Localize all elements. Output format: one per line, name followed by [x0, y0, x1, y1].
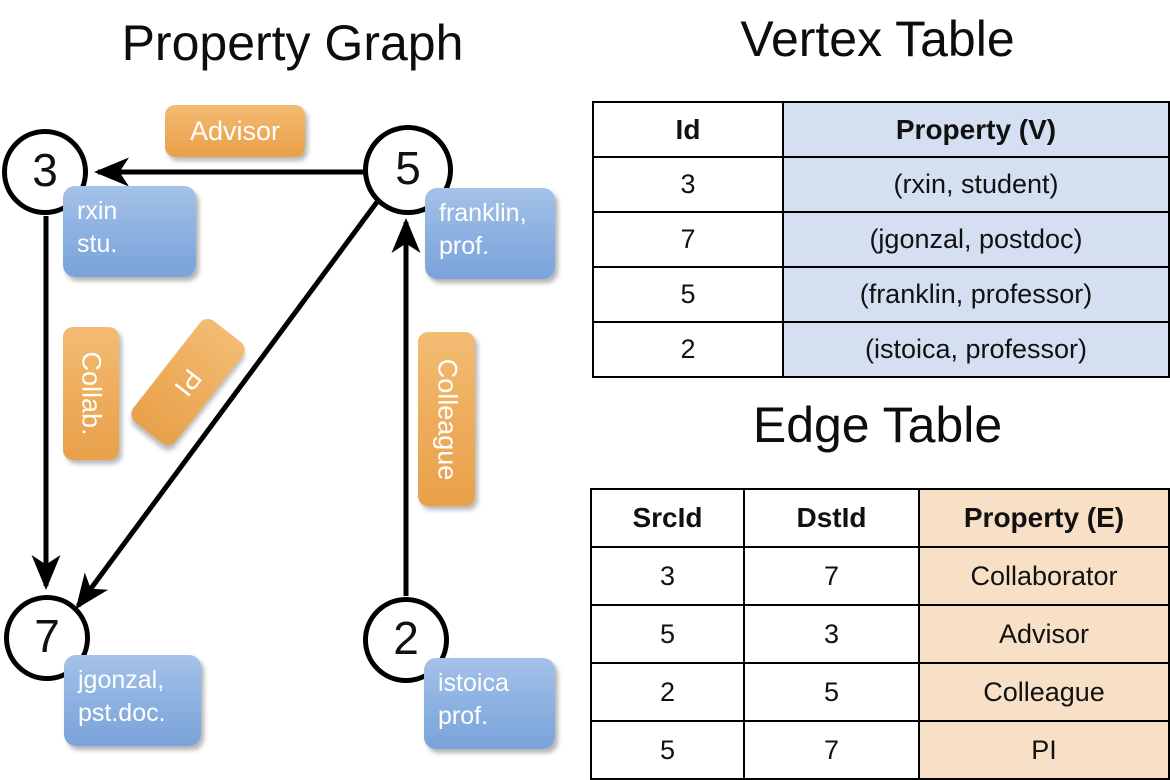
- edge-label-collab: Collab.: [63, 327, 119, 460]
- edge-label-colleague: Colleague: [418, 332, 475, 506]
- callout-name-rxin: rxin: [77, 197, 118, 225]
- edge-cell-src: 5: [590, 720, 745, 780]
- graph-node-5-label: 5: [395, 142, 421, 194]
- vertex-cell-property: (istoica, professor): [782, 321, 1170, 378]
- edge-cell-property: Collaborator: [918, 546, 1170, 606]
- callout-role-jgonzal: pst.doc.: [78, 699, 166, 727]
- edge-cell-property: Advisor: [918, 604, 1170, 664]
- edge-cell-dst: 3: [743, 604, 920, 664]
- table-row[interactable]: 7 (jgonzal, postdoc): [592, 211, 1170, 268]
- edge-cell-src: 5: [590, 604, 745, 664]
- property-graph-diagram: 3 5 7 2 rxin stu. franklin, prof. jgonza…: [0, 0, 585, 760]
- vertex-cell-id: 2: [592, 321, 784, 378]
- graph-node-7-label: 7: [34, 610, 60, 662]
- edge-cell-dst: 5: [743, 662, 920, 722]
- callout-name-istoica: istoica: [438, 669, 509, 697]
- callout-name-franklin: franklin,: [439, 199, 527, 227]
- table-row[interactable]: 2 (istoica, professor): [592, 321, 1170, 378]
- graph-node-2-label: 2: [393, 612, 419, 664]
- edge-label-pi-text: PI: [168, 363, 209, 402]
- callout-name-jgonzal: jgonzal,: [78, 666, 165, 694]
- vertex-cell-id: 7: [592, 211, 784, 268]
- table-row[interactable]: 3 (rxin, student): [592, 156, 1170, 213]
- table-row[interactable]: 3 7 Collaborator: [590, 546, 1170, 606]
- edge-table-header-property: Property (E): [918, 488, 1170, 548]
- vertex-table-header-id: Id: [592, 101, 784, 158]
- vertex-cell-property: (rxin, student): [782, 156, 1170, 213]
- edge-cell-dst: 7: [743, 546, 920, 606]
- node-property-callout-istoica: istoica prof.: [424, 658, 555, 749]
- callout-role-franklin: prof.: [439, 232, 490, 260]
- node-property-callout-rxin: rxin stu.: [63, 186, 196, 277]
- table-row[interactable]: 5 7 PI: [590, 720, 1170, 780]
- graph-node-2[interactable]: 2: [363, 597, 449, 683]
- graph-node-3-label: 3: [32, 144, 58, 196]
- vertex-cell-id: 5: [592, 266, 784, 323]
- page-title-property-graph: Property Graph: [121, 15, 464, 71]
- vertex-cell-property: (franklin, professor): [782, 266, 1170, 323]
- edge-cell-src: 3: [590, 546, 745, 606]
- vertex-table: Id Property (V) 3 (rxin, student) 7 (jgo…: [592, 101, 1170, 378]
- vertex-cell-property: (jgonzal, postdoc): [782, 211, 1170, 268]
- edge-cell-property: Colleague: [918, 662, 1170, 722]
- edge-table-header-srcid: SrcId: [590, 488, 745, 548]
- edge-cell-src: 2: [590, 662, 745, 722]
- callout-role-istoica: prof.: [438, 702, 489, 730]
- edge-label-collab-text: Collab.: [76, 351, 107, 436]
- edge-table-header-dstid: DstId: [743, 488, 920, 548]
- vertex-table-header-property: Property (V): [782, 101, 1170, 158]
- table-row[interactable]: 2 5 Colleague: [590, 662, 1170, 722]
- edge-table-header-row: SrcId DstId Property (E): [590, 488, 1170, 548]
- node-property-callout-jgonzal: jgonzal, pst.doc.: [64, 655, 201, 746]
- vertex-table-header-row: Id Property (V): [592, 101, 1170, 158]
- edge-cell-property: PI: [918, 720, 1170, 780]
- table-row[interactable]: 5 (franklin, professor): [592, 266, 1170, 323]
- table-row[interactable]: 5 3 Advisor: [590, 604, 1170, 664]
- page-title-vertex-table: Vertex Table: [740, 11, 1015, 67]
- edge-label-colleague-text: Colleague: [432, 358, 462, 480]
- edge-label-advisor: Advisor: [165, 105, 305, 157]
- page-title-edge-table: Edge Table: [752, 397, 1003, 453]
- graph-edge-lines: [31, 157, 421, 610]
- edge-label-advisor-text: Advisor: [189, 115, 281, 146]
- vertex-cell-id: 3: [592, 156, 784, 213]
- node-property-callout-franklin: franklin, prof.: [425, 188, 555, 279]
- edge-cell-dst: 7: [743, 720, 920, 780]
- edge-line-5-to-7: [75, 200, 380, 610]
- graph-node-5[interactable]: 5: [363, 125, 453, 215]
- edge-table: SrcId DstId Property (E) 3 7 Collaborato…: [590, 488, 1170, 780]
- callout-role-rxin: stu.: [77, 230, 118, 258]
